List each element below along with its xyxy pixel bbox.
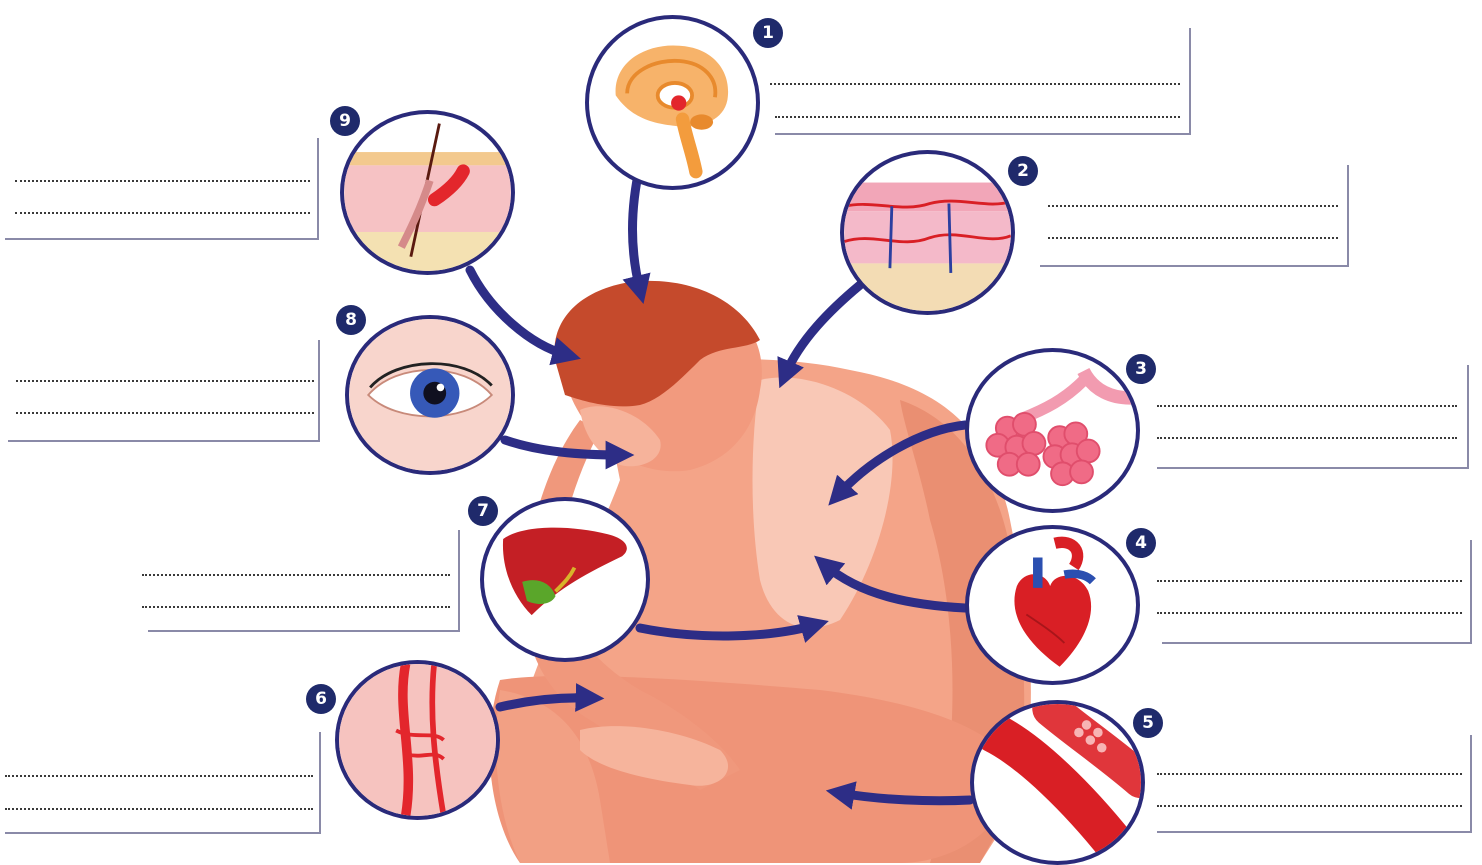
answer-frame-7-vertical	[458, 530, 460, 632]
answer-box-4	[1152, 540, 1477, 645]
answer-frame-2-vertical	[1347, 165, 1349, 267]
answer-line-7a[interactable]	[142, 574, 450, 576]
eye-icon	[349, 319, 511, 471]
answer-box-5	[1152, 735, 1477, 835]
muscle-bubble	[970, 700, 1145, 865]
answer-line-8a[interactable]	[16, 380, 314, 382]
badge-2: 2	[1008, 156, 1038, 186]
leg-veins-icon	[339, 664, 496, 816]
answer-frame-8-vertical	[318, 340, 320, 442]
answer-line-4b[interactable]	[1157, 612, 1462, 614]
answer-frame-1-bottom	[775, 133, 1191, 135]
answer-line-3a[interactable]	[1157, 405, 1457, 407]
arrow-3	[838, 425, 965, 495]
answer-box-8	[8, 340, 326, 445]
badge-6: 6	[306, 684, 336, 714]
skin-blood-vessels-icon	[844, 154, 1011, 311]
arrow-8	[505, 440, 620, 455]
liver-bubble	[480, 497, 650, 662]
answer-frame-9-bottom	[5, 238, 319, 240]
hair-follicle-bubble	[340, 110, 515, 275]
answer-box-9	[5, 138, 325, 243]
heart-bubble	[965, 525, 1140, 685]
arrow-4	[825, 565, 965, 608]
answer-frame-1-vertical	[1189, 28, 1191, 134]
answer-line-9a[interactable]	[15, 180, 310, 182]
answer-frame-4-bottom	[1162, 642, 1472, 644]
leg-veins-bubble	[335, 660, 500, 820]
answer-line-4a[interactable]	[1157, 580, 1462, 582]
answer-frame-6-vertical	[319, 732, 321, 834]
answer-line-8b[interactable]	[16, 412, 314, 414]
arrow-6	[500, 698, 590, 707]
answer-frame-2-bottom	[1040, 265, 1349, 267]
answer-line-5b[interactable]	[1157, 805, 1462, 807]
answer-line-6b[interactable]	[5, 808, 313, 810]
answer-box-6	[5, 732, 325, 837]
answer-frame-6-bottom	[5, 832, 321, 834]
arrow-7	[640, 625, 815, 636]
answer-frame-3-vertical	[1467, 365, 1469, 469]
brain-bubble	[585, 15, 760, 190]
answer-line-1b[interactable]	[775, 116, 1180, 118]
answer-line-5a[interactable]	[1157, 773, 1462, 775]
answer-box-7	[142, 530, 467, 635]
muscle-fibers-icon	[974, 704, 1141, 861]
eye-bubble	[345, 315, 515, 475]
badge-7: 7	[468, 496, 498, 526]
skin-vessels-bubble	[840, 150, 1015, 315]
answer-line-1a[interactable]	[770, 83, 1180, 85]
answer-frame-3-bottom	[1157, 467, 1469, 469]
answer-frame-7-bottom	[148, 630, 460, 632]
answer-box-1	[765, 28, 1195, 138]
answer-line-3b[interactable]	[1157, 437, 1457, 439]
answer-line-7b[interactable]	[142, 606, 450, 608]
badge-5: 5	[1133, 708, 1163, 738]
answer-line-2a[interactable]	[1048, 205, 1338, 207]
brain-icon	[589, 19, 756, 186]
answer-frame-8-bottom	[8, 440, 320, 442]
arrow-5	[840, 793, 970, 801]
answer-frame-5-bottom	[1157, 831, 1472, 833]
answer-frame-5-vertical	[1470, 735, 1472, 833]
answer-box-2	[1040, 165, 1355, 270]
heart-icon	[969, 529, 1136, 681]
answer-line-6a[interactable]	[5, 775, 313, 777]
answer-box-3	[1152, 365, 1472, 470]
badge-9: 9	[330, 106, 360, 136]
badge-8: 8	[336, 305, 366, 335]
hair-follicle-icon	[344, 114, 511, 271]
liver-icon	[484, 501, 646, 658]
answer-line-2b[interactable]	[1048, 237, 1338, 239]
answer-line-9b[interactable]	[15, 212, 310, 214]
lung-alveoli-icon	[969, 352, 1136, 509]
answer-frame-4-vertical	[1470, 540, 1472, 644]
answer-frame-9-vertical	[317, 138, 319, 240]
alveoli-bubble	[965, 348, 1140, 513]
